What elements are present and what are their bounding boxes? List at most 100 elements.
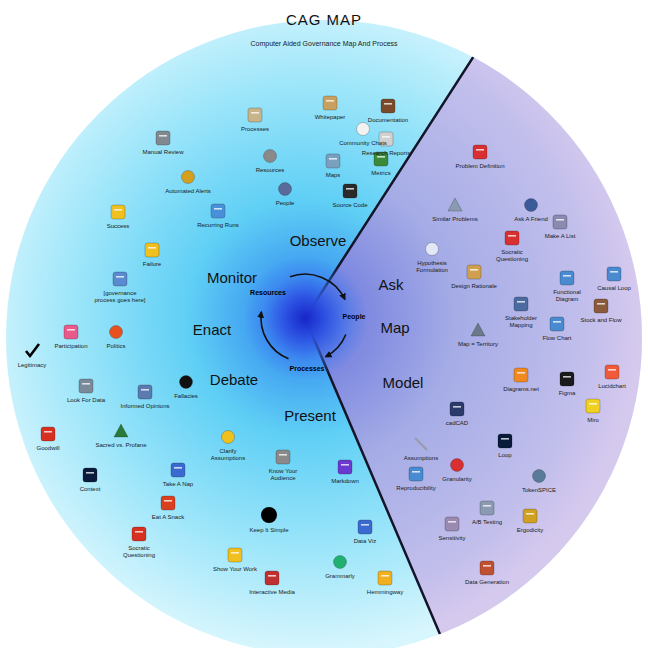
icon-label: Look For Data [60, 397, 112, 404]
icon-tile [41, 427, 55, 441]
icon [553, 215, 567, 229]
icon-stripe [453, 406, 461, 408]
icon-stripe [116, 276, 124, 278]
icon-stripe [268, 575, 276, 577]
cycle-arrow [290, 274, 345, 299]
icon-stripe [114, 209, 122, 211]
icon-stripe [135, 531, 143, 533]
icon [505, 231, 519, 245]
icon-label: Research Reports [360, 150, 412, 157]
icon-stripe [483, 565, 491, 567]
icon-tile [467, 265, 481, 279]
icon-tile [111, 205, 125, 219]
icon-stripe [517, 301, 525, 303]
icon [248, 108, 262, 122]
icon-tile [550, 317, 564, 331]
icon-label: A/B Testing [461, 519, 513, 526]
icon [480, 501, 494, 515]
icon-triangle [448, 198, 462, 211]
icon-disc [451, 459, 464, 472]
icon [145, 243, 159, 257]
icon-label: Figma [541, 390, 593, 397]
icon [471, 323, 485, 336]
icon-stripe [67, 329, 75, 331]
icon-tile [79, 379, 93, 393]
icon-stripe [251, 112, 259, 114]
icon-label: Processes [229, 126, 281, 133]
icon [264, 150, 277, 163]
icon [467, 265, 481, 279]
icon-tile [480, 561, 494, 575]
icon-label: Grammarly [314, 573, 366, 580]
icon [83, 468, 97, 482]
cycle-arrows [261, 274, 346, 359]
icon [586, 399, 600, 413]
icon-stripe [483, 505, 491, 507]
phase-label: Present [284, 408, 336, 425]
icon-label: Socratic Questioning [486, 249, 538, 262]
icon-disc [525, 199, 538, 212]
icon-label: Diagrams.net [495, 386, 547, 393]
icon-label: Make A List [534, 233, 586, 240]
icon-label: Legitimacy [6, 362, 58, 369]
icon-label: Keep It Simple [243, 527, 295, 534]
icon-stripe [589, 403, 597, 405]
icon-tile [553, 215, 567, 229]
icon-label: Lucidchart [586, 383, 638, 390]
icon [156, 131, 170, 145]
icon-tile [276, 450, 290, 464]
icon [378, 571, 392, 585]
icon-label: [governance process goes here] [94, 290, 146, 303]
icon-tile [156, 131, 170, 145]
icon [560, 271, 574, 285]
icon-label: Success [92, 223, 144, 230]
cycle-arrow [326, 335, 346, 357]
icon-label: Maps [307, 172, 359, 179]
icon-tile [132, 527, 146, 541]
icon-label: Know Your Audience [257, 468, 309, 481]
icon-label: Causal Loop [588, 285, 640, 292]
icon-tile [343, 184, 357, 198]
icon-tile [514, 368, 528, 382]
icon-label: Goodwill [22, 445, 74, 452]
icon-stripe [159, 135, 167, 137]
icon-tile [586, 399, 600, 413]
phase-label: Monitor [207, 270, 257, 287]
icon-label: Assumptions [395, 455, 447, 462]
icon-label: Whitepaper [304, 114, 356, 121]
icon-label: Community Chats [337, 140, 389, 147]
icon-label: Problem Definition [454, 163, 506, 170]
icon-tile [113, 272, 127, 286]
icon-label: Manual Review [137, 149, 189, 156]
icon-label: Show Your Work [209, 566, 261, 573]
icon-stripe [82, 383, 90, 385]
icon-disc [357, 123, 370, 136]
icon-disc [180, 376, 193, 389]
icon-label: Data Viz [339, 538, 391, 545]
icon-tile [409, 467, 423, 481]
icon-tile [323, 96, 337, 110]
black-ball [261, 507, 277, 523]
icon-tile [505, 231, 519, 245]
icon-stripe [381, 575, 389, 577]
icon-tile [228, 548, 242, 562]
icon-stripe [476, 149, 484, 151]
icon-tile [605, 365, 619, 379]
icon-stripe [526, 513, 534, 515]
icon [41, 427, 55, 441]
icon-label: Context [64, 486, 116, 493]
icon-label: Automated Alerts [162, 188, 214, 195]
icon-stripe [44, 431, 52, 433]
icon [357, 123, 370, 136]
icon-stripe [329, 158, 337, 160]
icon-label: Hemmingway [359, 589, 411, 596]
icon-stripe [164, 500, 172, 502]
icon-stripe [563, 275, 571, 277]
icon [450, 402, 464, 416]
icon-label: Sacred vs. Profane [95, 442, 147, 449]
check-mark [26, 344, 39, 356]
icon [132, 527, 146, 541]
icon-label: Stakeholder Mapping [495, 315, 547, 328]
icon [523, 509, 537, 523]
